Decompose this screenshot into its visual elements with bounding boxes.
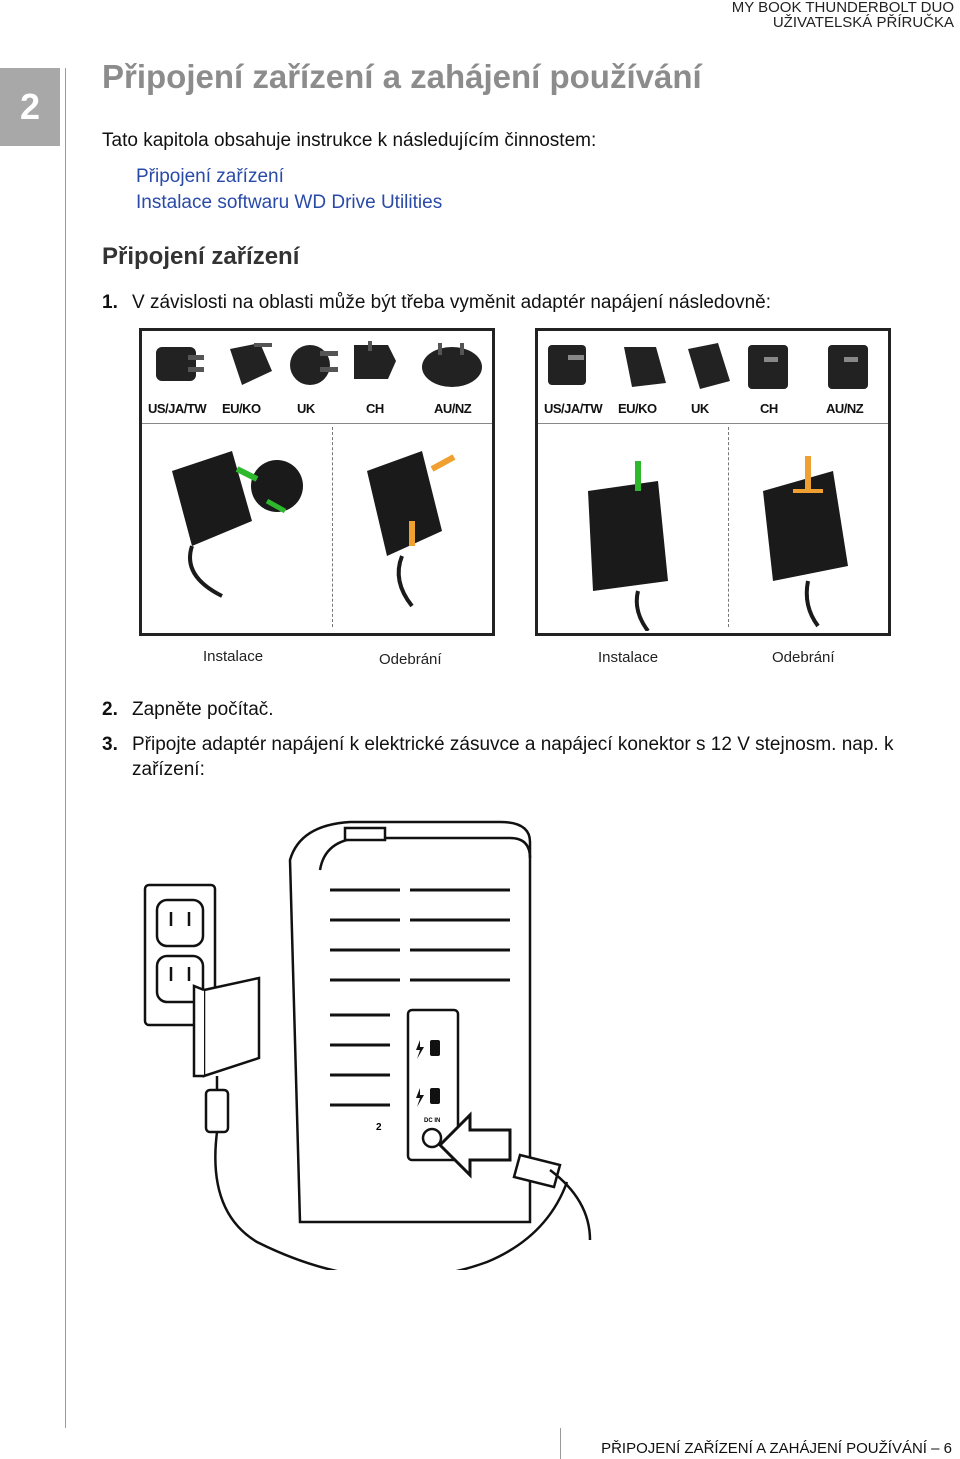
plug-label-ch: CH [366, 401, 384, 416]
step-number: 2. [102, 699, 118, 720]
page-footer: PŘIPOJENÍ ZAŘÍZENÍ A ZAHÁJENÍ POUŽÍVÁNÍ … [601, 1440, 952, 1457]
plug-label-uk: UK [297, 401, 315, 416]
adapter-panel-left: US/JA/TW EU/KO UK CH AU/NZ [139, 328, 495, 636]
plug-row: US/JA/TW EU/KO UK CH AU/NZ [142, 331, 492, 424]
connect-arrow-icon [437, 1111, 512, 1179]
intro-text: Tato kapitola obsahuje instrukce k násle… [102, 130, 597, 151]
port-number-label: 2 [376, 1122, 382, 1133]
plug-row: US/JA/TW EU/KO UK CH AU/NZ [538, 331, 888, 424]
step-text: Připojte adaptér napájení k elektrické z… [132, 734, 894, 780]
adapter-panel-right: US/JA/TW EU/KO UK CH AU/NZ [535, 328, 891, 636]
caption-install-left: Instalace [203, 648, 264, 665]
device-connection-illustration: 2 DC IN [143, 820, 592, 1270]
toc-link-install-software[interactable]: Instalace softwaru WD Drive Utilities [136, 192, 443, 213]
margin-rule [65, 68, 66, 1428]
thunderbolt-icon [416, 1040, 440, 1107]
caption-install-right: Instalace [598, 649, 659, 666]
step-number: 3. [102, 734, 118, 755]
header-product: MY BOOK THUNDERBOLT DUO [731, 0, 954, 16]
panel-divider [728, 427, 729, 627]
step-text: Zapněte počítač. [132, 699, 274, 720]
adapter-illustrations [588, 456, 848, 631]
plug-icons [548, 343, 868, 389]
caption-remove-right: Odebrání [772, 649, 835, 666]
plug-label-au: AU/NZ [434, 401, 472, 416]
plug-label-us: US/JA/TW [544, 401, 603, 416]
dc-in-label: DC IN [424, 1118, 440, 1124]
section-title: Připojení zařízení [102, 243, 300, 270]
chapter-title: Připojení zařízení a zahájení používání [102, 58, 702, 95]
plug-label-eu: EU/KO [222, 401, 261, 416]
adapter-illustrations [172, 451, 456, 608]
header-manual: UŽIVATELSKÁ PŘÍRUČKA [772, 14, 954, 31]
plug-label-au: AU/NZ [826, 401, 864, 416]
footer-rule [560, 1428, 561, 1459]
plug-label-ch: CH [760, 401, 778, 416]
plug-label-uk: UK [691, 401, 709, 416]
plug-icons [156, 341, 482, 387]
step-1: 1. V závislosti na oblasti může být třeba… [102, 290, 771, 315]
step-2: 2. Zapněte počítač. [102, 697, 274, 722]
plug-label-us: US/JA/TW [148, 401, 207, 416]
step-text: V závislosti na oblasti může být třeba v… [132, 292, 771, 313]
panel-divider [332, 427, 333, 627]
chapter-number: 2 [0, 68, 60, 146]
step-3: 3. Připojte adaptér napájení k elektrick… [102, 732, 952, 782]
step-number: 1. [102, 292, 118, 313]
caption-remove-left: Odebrání [379, 651, 442, 668]
vent-slots [330, 888, 510, 1107]
plug-label-eu: EU/KO [618, 401, 657, 416]
running-header: MY BOOK THUNDERBOLT DUO UŽIVATELSKÁ PŘÍR… [732, 0, 954, 30]
toc-link-connect[interactable]: Připojení zařízení [136, 166, 284, 187]
